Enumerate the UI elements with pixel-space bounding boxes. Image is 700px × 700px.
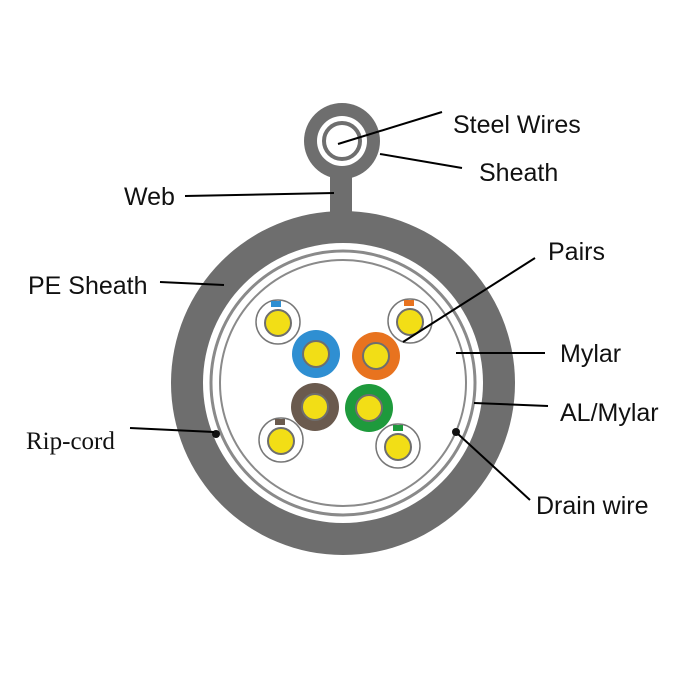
- leader-rip-cord: [129, 427, 215, 433]
- leader-sheath: [379, 153, 463, 169]
- label-steel-wires: Steel Wires: [453, 111, 581, 139]
- leader-al-mylar: [473, 402, 549, 407]
- label-web: Web: [124, 183, 175, 211]
- pairs: [255, 298, 433, 469]
- conductor: [396, 308, 424, 336]
- conductor: [302, 340, 330, 368]
- pair-orange: [352, 332, 400, 380]
- pair-blue: [292, 330, 340, 378]
- stripe-orange: [404, 300, 414, 306]
- label-sheath: Sheath: [479, 159, 558, 187]
- pair-white-brown: [258, 417, 304, 463]
- steel-wires: [322, 121, 362, 161]
- label-mylar: Mylar: [560, 340, 621, 368]
- label-drain-wire: Drain wire: [536, 492, 649, 520]
- conductor: [267, 427, 295, 455]
- pair-white-green: [375, 423, 421, 469]
- conductor: [384, 433, 412, 461]
- pe-sheath-inner: [203, 243, 483, 523]
- pair-brown: [291, 383, 339, 431]
- label-pairs: Pairs: [548, 238, 605, 266]
- messenger: [304, 103, 380, 217]
- pair-green: [345, 384, 393, 432]
- leader-drain-wire: [457, 433, 531, 501]
- label-pe-sheath: PE Sheath: [28, 272, 148, 300]
- conductor: [264, 309, 292, 337]
- al-mylar-ring: [209, 249, 477, 517]
- label-rip-cord: Rip-cord: [26, 428, 115, 455]
- leader-web: [184, 192, 335, 197]
- leader-lines: [129, 111, 549, 501]
- stripe-green: [393, 425, 403, 431]
- conductor: [355, 394, 383, 422]
- stripe-brown: [275, 419, 285, 425]
- label-al-mylar: AL/Mylar: [560, 399, 659, 427]
- leader-pairs: [402, 257, 536, 343]
- leader-pe-sheath: [159, 281, 225, 286]
- mylar-ring: [219, 259, 467, 507]
- leader-steel-wires: [337, 111, 443, 145]
- conductor: [301, 393, 329, 421]
- stripe-blue: [271, 301, 281, 307]
- pair-white-orange: [387, 298, 433, 344]
- pair-white-blue: [255, 299, 301, 345]
- conductor: [362, 342, 390, 370]
- cable-body: [171, 211, 515, 555]
